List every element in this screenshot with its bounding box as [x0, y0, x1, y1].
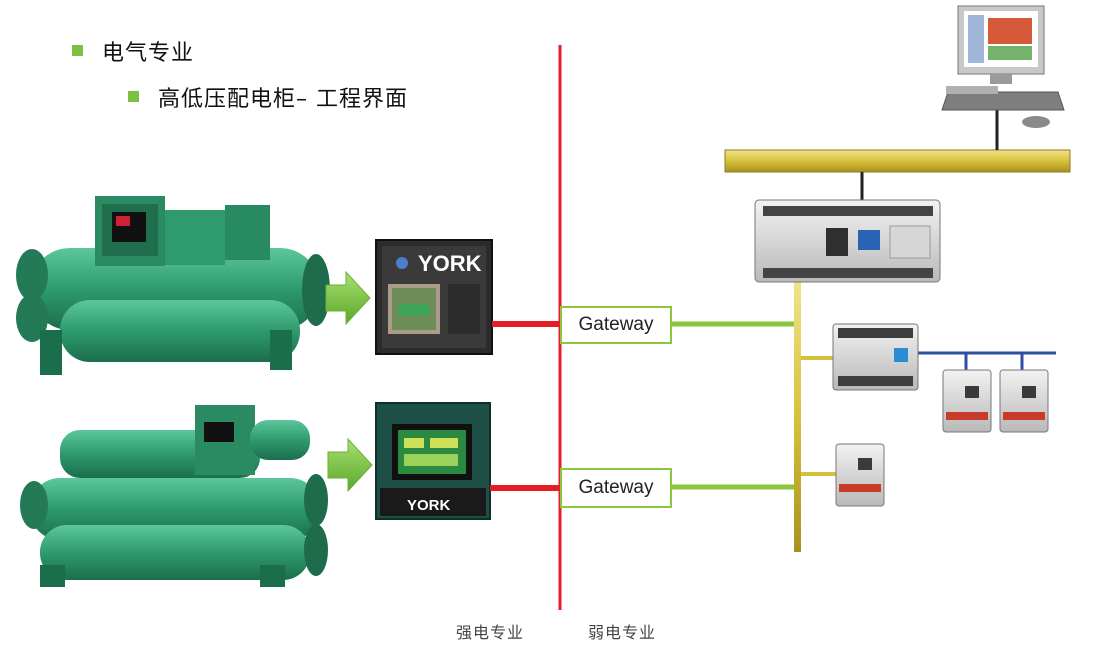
vertical-bus [794, 282, 801, 552]
york-panel-top-brand: YORK [418, 251, 482, 276]
footer-label-right: 弱电专业 [588, 623, 657, 642]
footer-label-left: 强电专业 [456, 623, 525, 642]
chiller-top-image [16, 196, 330, 375]
york-panel-top [375, 239, 493, 355]
chiller-bottom-image [20, 405, 328, 587]
gateway-bottom-box: Gateway [560, 468, 672, 508]
bullet-level2-icon [128, 91, 139, 102]
field-controller-2-image [999, 369, 1049, 433]
gateway-top-box: Gateway [560, 306, 672, 344]
york-panel-bottom-brand: YORK [407, 497, 451, 514]
small-controller-image [835, 443, 885, 507]
arrow-top-icon [325, 270, 371, 326]
backbone-bus [724, 149, 1071, 173]
io-module-image [832, 323, 919, 391]
arrow-bottom-icon [327, 437, 373, 493]
workstation-image [941, 5, 1065, 128]
heading-level1: 电气专业 [102, 41, 195, 66]
york-panel-bottom [375, 402, 491, 520]
heading-level2: 高低压配电柜– 工程界面 [158, 87, 408, 112]
bullet-level1-icon [72, 45, 83, 56]
main-controller-image [754, 199, 941, 283]
field-controller-1-image [942, 369, 992, 433]
